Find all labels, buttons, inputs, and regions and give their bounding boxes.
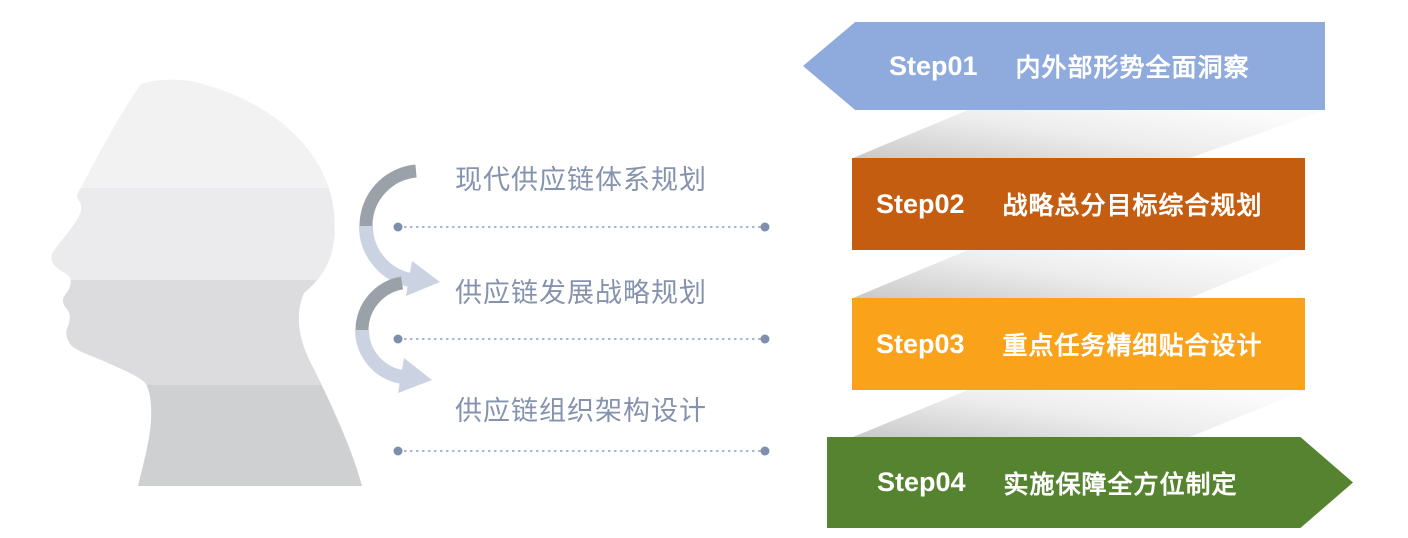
leader-dot-3-right bbox=[760, 446, 770, 456]
leader-dot-2-left bbox=[393, 334, 403, 344]
step-3-title: 重点任务精细贴合设计 bbox=[1002, 332, 1263, 360]
step-1-title: 内外部形势全面洞察 bbox=[1015, 54, 1250, 82]
leader-dot-3-left bbox=[393, 446, 403, 456]
step-2-id: Step02 bbox=[876, 188, 965, 219]
leader-lines bbox=[393, 222, 770, 456]
curved-arrow-2-head bbox=[398, 358, 432, 393]
planning-item-label-1: 现代供应链体系规划 bbox=[455, 165, 707, 195]
step-2-title: 战略总分目标综合规划 bbox=[1002, 192, 1263, 220]
curved-arrow-1-body bbox=[358, 225, 412, 287]
head-band-crown bbox=[51, 79, 363, 188]
step-4-id: Step04 bbox=[877, 467, 966, 497]
planning-item-label-3: 供应链组织架构设计 bbox=[455, 396, 707, 426]
ribbon-3 bbox=[853, 390, 1305, 437]
curved-arrow-2-tail bbox=[355, 276, 404, 331]
head-silhouette bbox=[51, 79, 363, 486]
step-1-id: Step01 bbox=[889, 50, 978, 81]
leader-dot-1-right bbox=[760, 222, 770, 232]
head-band-neck bbox=[51, 385, 363, 486]
step-banner-1: Step01 内外部形势全面洞察 bbox=[803, 22, 1325, 110]
curved-arrow-2 bbox=[355, 276, 432, 393]
curved-arrow-1-tail bbox=[359, 164, 417, 227]
head-band-jaw bbox=[51, 280, 363, 385]
leader-dot-1-left bbox=[393, 222, 403, 232]
curved-arrow-1 bbox=[358, 164, 440, 296]
ribbon-1 bbox=[853, 110, 1325, 158]
step-banner-2: Step02 战略总分目标综合规划 bbox=[852, 158, 1305, 250]
curved-arrow-2-body bbox=[355, 329, 404, 384]
leader-dot-2-right bbox=[760, 334, 770, 344]
head-band-forehead bbox=[51, 188, 363, 280]
step-banner-3: Step03 重点任务精细贴合设计 bbox=[852, 298, 1305, 390]
fold-ribbons bbox=[853, 110, 1325, 437]
curved-arrow-1-head bbox=[406, 261, 440, 296]
step-3-id: Step03 bbox=[876, 328, 965, 359]
ribbon-2 bbox=[853, 250, 1305, 298]
planning-item-label-2: 供应链发展战略规划 bbox=[455, 278, 707, 308]
step-4-title: 实施保障全方位制定 bbox=[1003, 470, 1238, 499]
step-banner-4: Step04 实施保障全方位制定 bbox=[827, 437, 1353, 528]
